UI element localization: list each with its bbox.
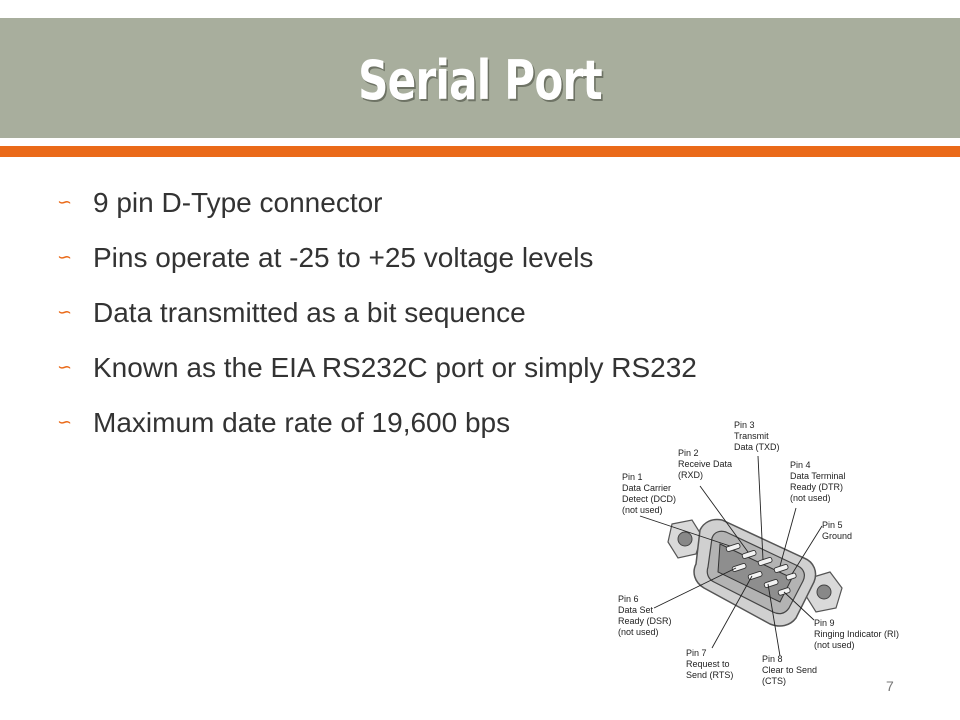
- page-number: 7: [886, 678, 894, 694]
- swirl-bullet-icon: ∽: [57, 247, 73, 267]
- pin-labels: Pin 1 Data Carrier Detect (DCD) (not use…: [618, 420, 900, 686]
- leader-lines: [639, 455, 823, 657]
- pin-2: [741, 550, 757, 559]
- swirl-bullet-icon: ∽: [57, 302, 73, 322]
- pin6-label: Pin 6 Data Set Ready (DSR) (not used): [618, 594, 674, 637]
- bullet-text: Maximum date rate of 19,600 bps: [93, 406, 511, 438]
- title-bar: Serial Port: [0, 18, 960, 138]
- db9-connector-diagram: Pin 1 Data Carrier Detect (DCD) (not use…: [600, 412, 900, 692]
- bullet-text: Known as the EIA RS232C port or simply R…: [93, 351, 697, 383]
- bullet-item: ∽ Pins operate at -25 to +25 voltage lev…: [57, 230, 697, 285]
- slide-title: Serial Port: [358, 49, 603, 112]
- pin8-label: Pin 8 Clear to Send (CTS): [762, 654, 820, 686]
- pin9-label: Pin 9 Ringing Indicator (RI) (not used): [814, 618, 900, 650]
- left-mounting-nut: [667, 519, 703, 559]
- pin-7: [747, 571, 763, 580]
- bullet-item: ∽ Known as the EIA RS232C port or simply…: [57, 340, 697, 395]
- pin4-label: Pin 4 Data Terminal Ready (DTR) (not use…: [790, 460, 848, 503]
- db9-connector-svg: Pin 1 Data Carrier Detect (DCD) (not use…: [618, 420, 900, 686]
- bullet-text: Pins operate at -25 to +25 voltage level…: [93, 241, 594, 273]
- bullet-item: ∽ Maximum date rate of 19,600 bps: [57, 395, 697, 450]
- pin-3: [757, 557, 773, 566]
- swirl-bullet-icon: ∽: [57, 357, 73, 377]
- pin1-label: Pin 1 Data Carrier Detect (DCD) (not use…: [622, 472, 679, 515]
- bullet-item: ∽ Data transmitted as a bit sequence: [57, 285, 697, 340]
- pin7-label: Pin 7 Request to Send (RTS): [686, 648, 733, 680]
- bullet-text: 9 pin D-Type connector: [93, 186, 383, 218]
- pin-5: [785, 572, 797, 581]
- bullet-item: ∽ 9 pin D-Type connector: [57, 175, 697, 230]
- swirl-bullet-icon: ∽: [57, 192, 73, 212]
- pin3-label: Pin 3 Transmit Data (TXD): [734, 420, 780, 452]
- pin2-label: Pin 2 Receive Data (RXD): [678, 448, 735, 480]
- bullet-text: Data transmitted as a bit sequence: [93, 296, 526, 328]
- accent-bar: [0, 146, 960, 157]
- pin-9: [777, 587, 791, 596]
- swirl-bullet-icon: ∽: [57, 412, 73, 432]
- connector-pins: [725, 543, 797, 596]
- pin-8: [763, 579, 779, 588]
- pin5-label: Pin 5 Ground: [822, 520, 852, 541]
- pin-1: [725, 543, 741, 552]
- bullet-list: ∽ 9 pin D-Type connector ∽ Pins operate …: [57, 175, 697, 450]
